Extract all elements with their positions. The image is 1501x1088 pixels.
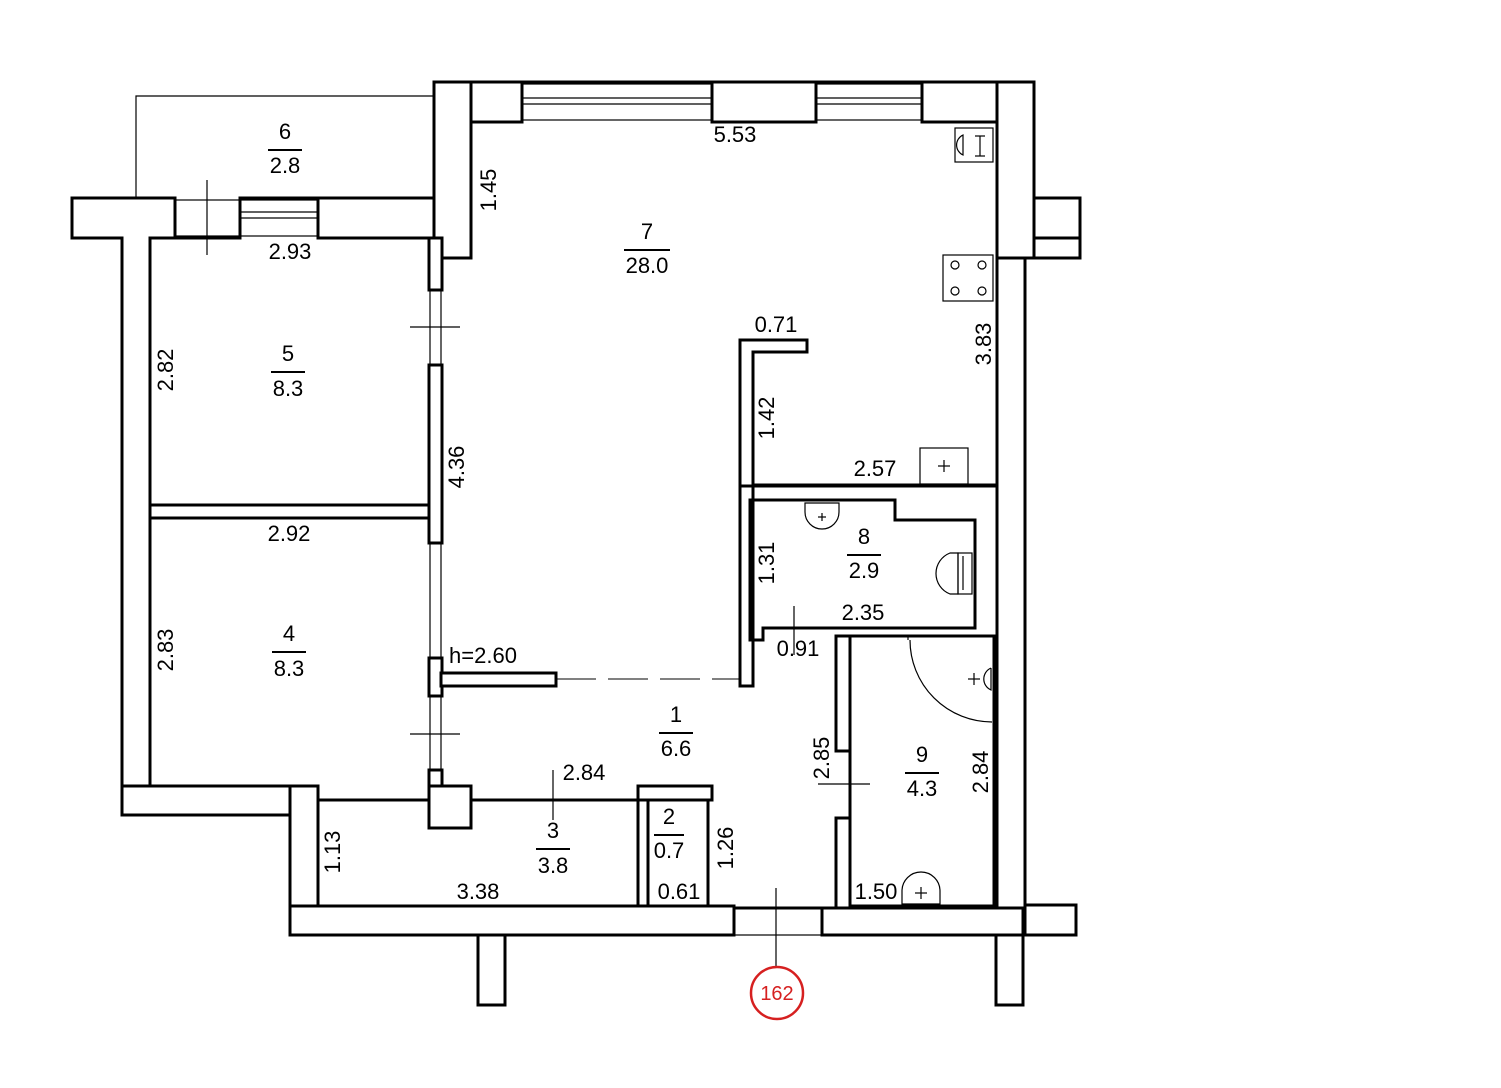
room-labels: 6 2.8 7 28.0 5 8.3 8 2.9 4 8.3 1 6.6 <box>268 119 939 878</box>
dim-2-92: 2.92 <box>268 521 311 546</box>
room-4-number: 4 <box>283 621 295 646</box>
dim-1-26: 1.26 <box>713 827 738 870</box>
dim-1-31: 1.31 <box>754 542 779 585</box>
room-2-area: 0.7 <box>654 838 685 863</box>
dim-2-35: 2.35 <box>842 600 885 625</box>
plan-number-badge: 162 <box>749 965 805 1021</box>
room-1-area: 6.6 <box>661 736 692 761</box>
dim-1-42: 1.42 <box>754 397 779 440</box>
stove-icon <box>942 254 994 302</box>
room-6-number: 6 <box>279 119 291 144</box>
dim-2-84-corridor: 2.84 <box>563 760 606 785</box>
dim-0-61: 0.61 <box>658 879 701 904</box>
dim-2-83: 2.83 <box>153 629 178 672</box>
room-4-label: 4 8.3 <box>272 621 306 681</box>
room-8-label: 8 2.9 <box>847 524 881 583</box>
room-9-label: 9 4.3 <box>905 742 939 801</box>
room-8-number: 8 <box>858 524 870 549</box>
washbasin-icon <box>804 502 840 530</box>
dim-3-83: 3.83 <box>971 323 996 366</box>
dim-2-57: 2.57 <box>854 456 897 481</box>
dim-2-82: 2.82 <box>153 349 178 392</box>
room-7-number: 7 <box>641 219 653 244</box>
dimension-labels: 5.53 1.45 2.93 2.82 4.36 2.92 2.83 0.71 … <box>153 122 996 904</box>
plan-number: 162 <box>760 983 793 1005</box>
room-6-area: 2.8 <box>270 153 301 178</box>
walls <box>70 80 1082 1007</box>
room-5-area: 8.3 <box>273 376 304 401</box>
fixtures <box>804 127 994 905</box>
room-6-label: 6 2.8 <box>268 119 302 178</box>
toilet-icon <box>935 552 959 595</box>
dim-0-71: 0.71 <box>755 312 798 337</box>
room-4-area: 8.3 <box>274 656 305 681</box>
dim-0-91: 0.91 <box>777 636 820 661</box>
room-9-area: 4.3 <box>907 776 938 801</box>
dim-2-93: 2.93 <box>269 239 312 264</box>
room-2-number: 2 <box>663 804 675 829</box>
room-3-label: 3 3.8 <box>536 818 570 878</box>
room-1-label: 1 6.6 <box>659 702 693 761</box>
dim-2-84-bath: 2.84 <box>968 751 993 794</box>
door-marks <box>206 180 993 972</box>
room-2-label: 2 0.7 <box>654 804 685 863</box>
dim-3-38: 3.38 <box>457 879 500 904</box>
dim-4-36: 4.36 <box>444 446 469 489</box>
dim-2-85: 2.85 <box>809 737 834 780</box>
room-5-label: 5 8.3 <box>271 341 305 401</box>
sink-icon <box>954 127 994 163</box>
dim-5-53: 5.53 <box>714 122 757 147</box>
room-9-number: 9 <box>916 742 928 767</box>
dim-1-13: 1.13 <box>320 831 345 874</box>
exterior-walls <box>72 80 1082 1007</box>
bath-washbasin-icon <box>901 871 941 905</box>
room-3-area: 3.8 <box>538 853 569 878</box>
room-7-label: 7 28.0 <box>624 219 670 278</box>
room-3-number: 3 <box>547 818 559 843</box>
shower-icon <box>983 667 992 691</box>
dim-1-45: 1.45 <box>476 169 501 212</box>
room-5-number: 5 <box>282 341 294 366</box>
dim-1-50: 1.50 <box>855 879 898 904</box>
ceiling-height-label: h=2.60 <box>449 643 517 668</box>
balcony-outline <box>135 95 435 198</box>
room-8-area: 2.9 <box>849 558 880 583</box>
room-1-number: 1 <box>670 702 682 727</box>
room-7-area: 28.0 <box>626 253 669 278</box>
kitchen-sink-icon <box>919 447 969 485</box>
